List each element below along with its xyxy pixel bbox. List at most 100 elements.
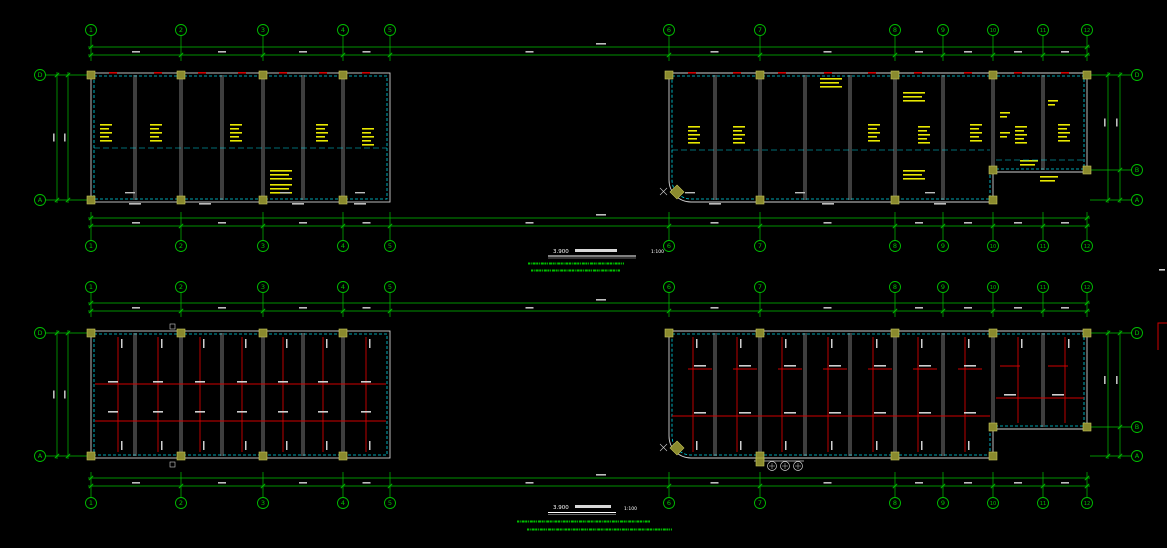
slab-annotation-mark <box>918 134 930 136</box>
grid-bubble-label: 1 <box>89 499 93 507</box>
pillar-circle <box>793 461 803 471</box>
grid-bubble-column: 6 <box>663 281 675 293</box>
grid-bubble-circle <box>257 497 269 509</box>
slab-annotation-mark <box>918 142 930 144</box>
rebar-label-mark <box>161 339 163 348</box>
slab-edge <box>671 333 1085 456</box>
grid-bubble-circle <box>34 69 46 81</box>
grid-bubble-circle <box>1081 281 1093 293</box>
slab-annotation-mark <box>362 140 371 142</box>
slab-annotation-mark <box>688 126 700 128</box>
edge-rebar-mark <box>733 72 741 74</box>
slab-annotation-mark <box>903 92 925 94</box>
slab-annotation-mark <box>270 174 289 176</box>
grid-bubble-label: 11 <box>1040 285 1046 291</box>
columns <box>86 328 1092 461</box>
column <box>890 451 900 461</box>
grid-bubble-column: 12 <box>1081 24 1093 36</box>
grid-bubble-label: 8 <box>893 499 897 507</box>
grid-bubble-label: 10 <box>990 501 996 507</box>
grid-bubble-circle <box>1131 421 1143 433</box>
slab-annotation-mark <box>1015 142 1027 144</box>
slab-annotation-mark <box>820 78 842 80</box>
grid-bubble-label: B <box>1135 166 1139 174</box>
column <box>755 195 765 205</box>
dimension-value-mark <box>362 222 371 224</box>
column <box>176 70 186 80</box>
slab-annotation-mark <box>270 170 292 172</box>
rebar-label-mark <box>968 441 970 450</box>
grid-bubble-circle <box>1037 24 1049 36</box>
slab-annotation-mark <box>316 136 325 138</box>
grid-bubble-label: 1 <box>89 26 93 34</box>
dimension-value-mark <box>915 482 923 484</box>
slab-annotation-mark <box>1000 132 1010 134</box>
grid-bubble-column: 10 <box>987 281 999 293</box>
rebar-label-mark <box>203 441 205 450</box>
slab-annotation-mark <box>1000 112 1010 114</box>
inner-label-mark <box>280 192 290 194</box>
grid-bubble-circle <box>175 497 187 509</box>
rebar-label-mark <box>874 412 886 414</box>
section-marker <box>169 323 176 330</box>
slab-annotation-mark <box>688 134 700 136</box>
grid-bubble-column: 12 <box>1081 240 1093 252</box>
grid-bubble-circle <box>754 24 766 36</box>
rebar-label-mark <box>195 411 205 413</box>
grid-bubble-circle <box>337 240 349 252</box>
grid-bubble-label: 7 <box>758 499 762 507</box>
grid-bubble-label: 10 <box>990 28 996 34</box>
grid-bubble-label: 7 <box>758 26 762 34</box>
grid-bubble-column: 8 <box>889 281 901 293</box>
grid-bubble-circle <box>337 24 349 36</box>
slab-annotation-mark <box>903 170 925 172</box>
slab-annotation-mark <box>230 140 242 142</box>
rebar-label-mark <box>369 441 371 450</box>
grid-bubble-circle <box>175 281 187 293</box>
grid-bubble-circle <box>384 24 396 36</box>
edge-label-mark <box>199 203 211 205</box>
pillar-circle <box>780 461 790 471</box>
grid-bubble-circle <box>937 240 949 252</box>
slab-annotation-mark <box>230 136 239 138</box>
grid-bubble-label: 12 <box>1084 501 1090 507</box>
rebar-label-mark <box>964 412 976 414</box>
grid-bubble-column: 2 <box>175 497 187 509</box>
rebar-label-mark <box>361 381 371 383</box>
dimension-value-mark <box>710 307 719 309</box>
title-scale: 1:100 <box>651 249 664 255</box>
slab-annotation-mark <box>150 132 162 134</box>
grid-bubble-label: 4 <box>341 242 345 250</box>
slab-annotation-mark <box>918 126 930 128</box>
edge-rebar-mark <box>778 72 786 74</box>
grid-bubble-label: 3 <box>261 26 265 34</box>
grid-bubble-label: 6 <box>667 283 671 291</box>
dimension-value-mark <box>64 133 66 142</box>
slab-annotation-mark <box>362 132 371 134</box>
grid-bubble-column: 12 <box>1081 497 1093 509</box>
grid-bubble-column: 9 <box>937 281 949 293</box>
slab-annotation-mark <box>868 132 880 134</box>
dimension-value-mark <box>218 222 226 224</box>
slab-annotation-mark <box>1020 164 1035 166</box>
grid-bubble-column: 8 <box>889 497 901 509</box>
grid-bubble-circle <box>987 240 999 252</box>
grid-bubble-circle <box>937 281 949 293</box>
column <box>258 195 268 205</box>
grid-bubble-column: 1 <box>85 281 97 293</box>
slab-annotation-mark <box>230 128 239 130</box>
slab-edge <box>671 75 1085 200</box>
grid-bubble-circle <box>85 24 97 36</box>
sheet-edge-marks <box>1157 269 1167 350</box>
title-text-mark <box>575 249 617 252</box>
dimension-value-mark <box>823 482 832 484</box>
edge-rebar-mark <box>109 72 117 74</box>
dimension-value-mark <box>1116 118 1118 127</box>
dimension-value-mark <box>218 51 226 53</box>
grid-bubble-label: 4 <box>341 283 345 291</box>
rebar-label-mark <box>278 381 288 383</box>
grid-bubble-circle <box>1037 497 1049 509</box>
grid-bubble-row: A <box>1131 194 1143 206</box>
